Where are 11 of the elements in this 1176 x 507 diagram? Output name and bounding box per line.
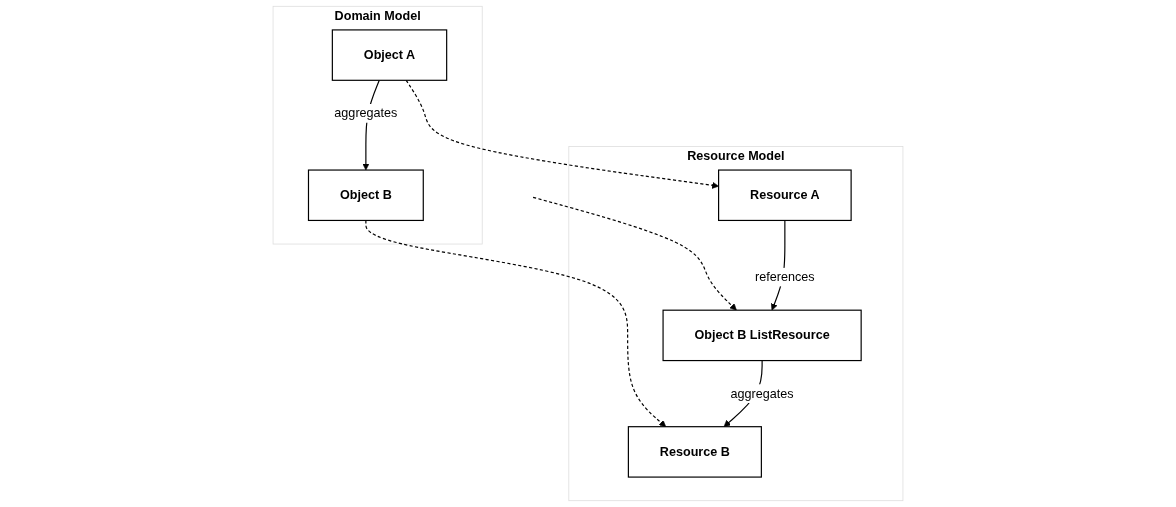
- edge-label: aggregates: [334, 106, 398, 120]
- node-box: Resource B: [627, 426, 762, 478]
- arrow: [532, 196, 737, 311]
- edge-label: references: [755, 270, 815, 284]
- edge-label: aggregates: [730, 386, 794, 400]
- node-box: Object A: [331, 29, 448, 81]
- arrow: [405, 79, 719, 189]
- node-box: Object B ListResource: [662, 309, 862, 362]
- node-box: Resource A: [718, 169, 852, 221]
- arrow: [365, 219, 667, 427]
- node-box: Object B: [307, 169, 424, 221]
